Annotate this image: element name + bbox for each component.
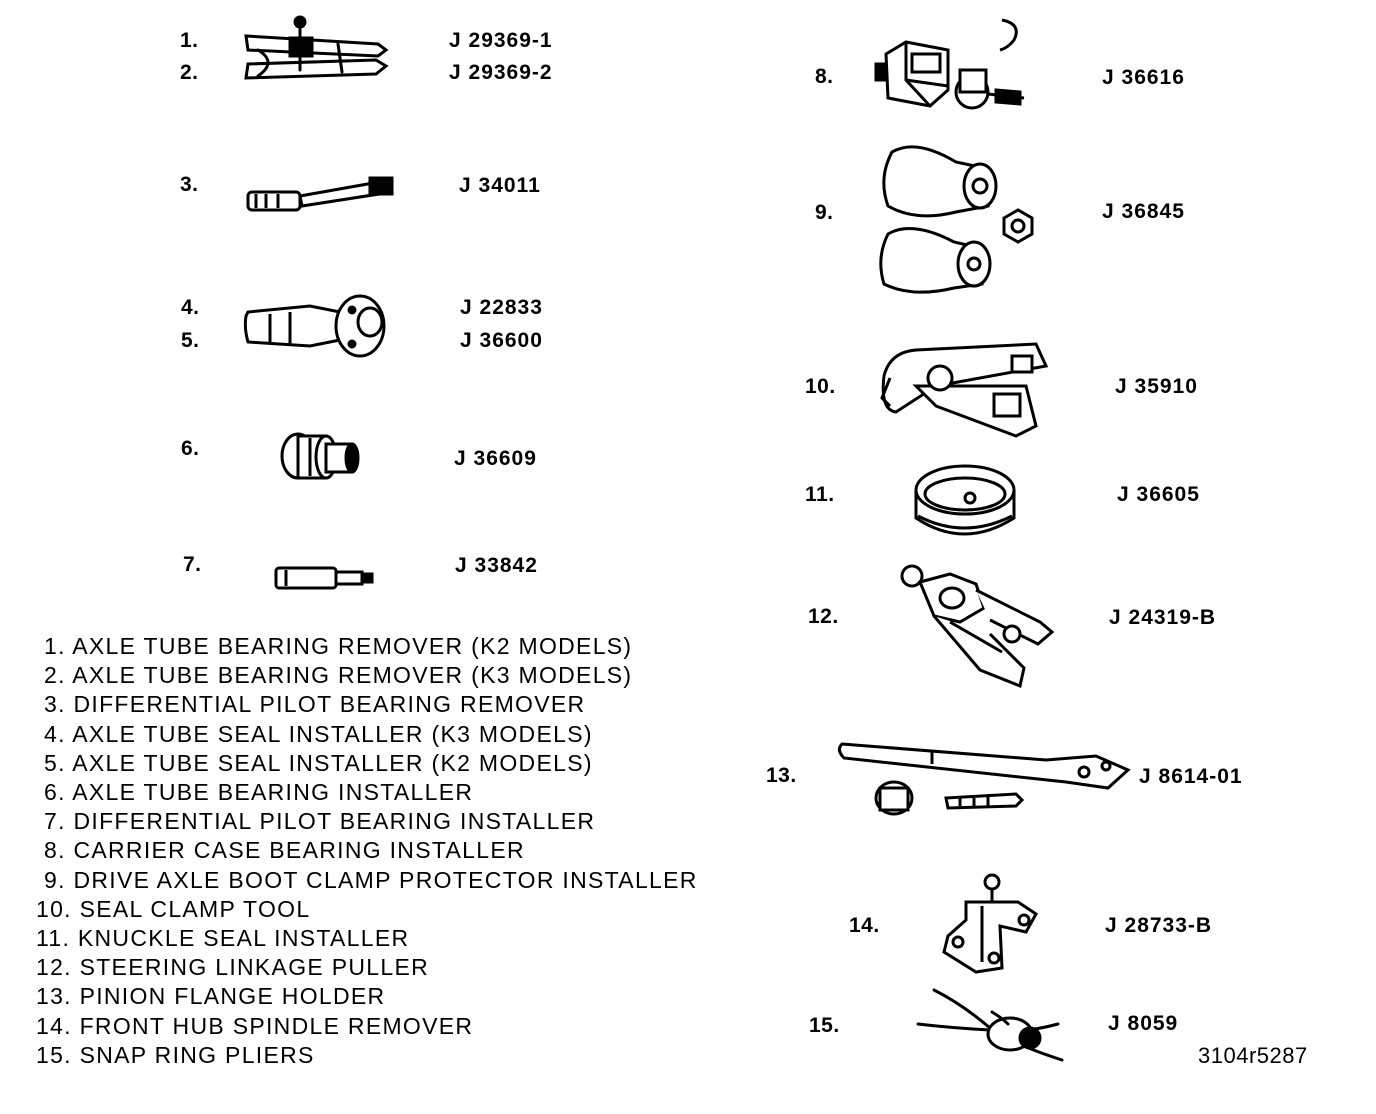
legend-item: 12. STEERING LINKAGE PULLER (36, 953, 698, 982)
tool-number-5: 5. (181, 329, 200, 353)
tool-number-9: 9. (815, 201, 834, 225)
tool-number-15: 15. (809, 1014, 840, 1038)
tool-code-4: J 22833 (460, 296, 543, 320)
tool-number-4: 4. (181, 296, 200, 320)
pinion-flange-holder-drawing (836, 736, 1136, 826)
tool-code-11: J 36605 (1117, 483, 1200, 507)
tool-code-10: J 35910 (1115, 375, 1198, 399)
boot-clamp-protector-drawing (876, 138, 1042, 298)
tool-code-15: J 8059 (1108, 1012, 1178, 1036)
legend-item: 15. SNAP RING PLIERS (36, 1041, 698, 1070)
figure-id: 3104r5287 (1198, 1043, 1308, 1069)
tool-code-14: J 28733-B (1105, 914, 1212, 938)
tool-code-7: J 33842 (455, 554, 538, 578)
legend-item: 10. SEAL CLAMP TOOL (36, 895, 698, 924)
legend-item: 11. KNUCKLE SEAL INSTALLER (36, 924, 698, 953)
tool-code-13: J 8614-01 (1139, 765, 1243, 789)
tool-legend: 1. AXLE TUBE BEARING REMOVER (K2 MODELS)… (36, 632, 698, 1070)
tool-code-1: J 29369-1 (449, 29, 553, 53)
tool-code-2: J 29369-2 (449, 61, 553, 85)
legend-item: 3. DIFFERENTIAL PILOT BEARING REMOVER (36, 690, 698, 719)
knuckle-seal-installer-drawing (910, 460, 1020, 550)
tool-code-9: J 36845 (1102, 200, 1185, 224)
pilot-bearing-installer-drawing (270, 562, 380, 594)
tool-number-12: 12. (808, 605, 839, 629)
legend-item: 5. AXLE TUBE SEAL INSTALLER (K2 MODELS) (36, 749, 698, 778)
legend-item: 1. AXLE TUBE BEARING REMOVER (K2 MODELS) (36, 632, 698, 661)
legend-item: 4. AXLE TUBE SEAL INSTALLER (K3 MODELS) (36, 720, 698, 749)
tool-number-7: 7. (183, 553, 202, 577)
tool-number-1: 1. (180, 29, 199, 53)
tool-number-13: 13. (766, 764, 797, 788)
snap-ring-pliers-drawing (912, 984, 1070, 1066)
legend-item: 13. PINION FLANGE HOLDER (36, 982, 698, 1011)
bearing-installer-drawing (276, 428, 366, 484)
legend-item: 7. DIFFERENTIAL PILOT BEARING INSTALLER (36, 807, 698, 836)
tool-number-8: 8. (815, 65, 834, 89)
spindle-remover-drawing (936, 872, 1046, 978)
bearing-remover-drawing (238, 14, 398, 89)
tool-code-3: J 34011 (459, 174, 541, 198)
tool-number-11: 11. (805, 483, 835, 507)
linkage-puller-drawing (890, 560, 1060, 692)
carrier-case-installer-drawing (872, 14, 1032, 116)
tool-code-8: J 36616 (1102, 66, 1185, 90)
legend-item: 2. AXLE TUBE BEARING REMOVER (K3 MODELS) (36, 661, 698, 690)
seal-clamp-tool-drawing (876, 336, 1056, 442)
legend-item: 6. AXLE TUBE BEARING INSTALLER (36, 778, 698, 807)
tool-code-5: J 36600 (460, 329, 543, 353)
legend-item: 14. FRONT HUB SPINDLE REMOVER (36, 1012, 698, 1041)
legend-item: 9. DRIVE AXLE BOOT CLAMP PROTECTOR INSTA… (36, 866, 698, 895)
tool-code-6: J 36609 (454, 447, 537, 471)
tool-number-10: 10. (805, 375, 836, 399)
tool-number-14: 14. (849, 914, 880, 938)
tool-number-6: 6. (181, 437, 200, 461)
tool-code-12: J 24319-B (1109, 606, 1216, 630)
legend-item: 8. CARRIER CASE BEARING INSTALLER (36, 836, 698, 865)
tool-number-3: 3. (180, 173, 199, 197)
seal-installer-drawing (240, 290, 390, 360)
tool-number-2: 2. (180, 61, 199, 85)
pilot-bearing-remover-drawing (242, 172, 398, 216)
